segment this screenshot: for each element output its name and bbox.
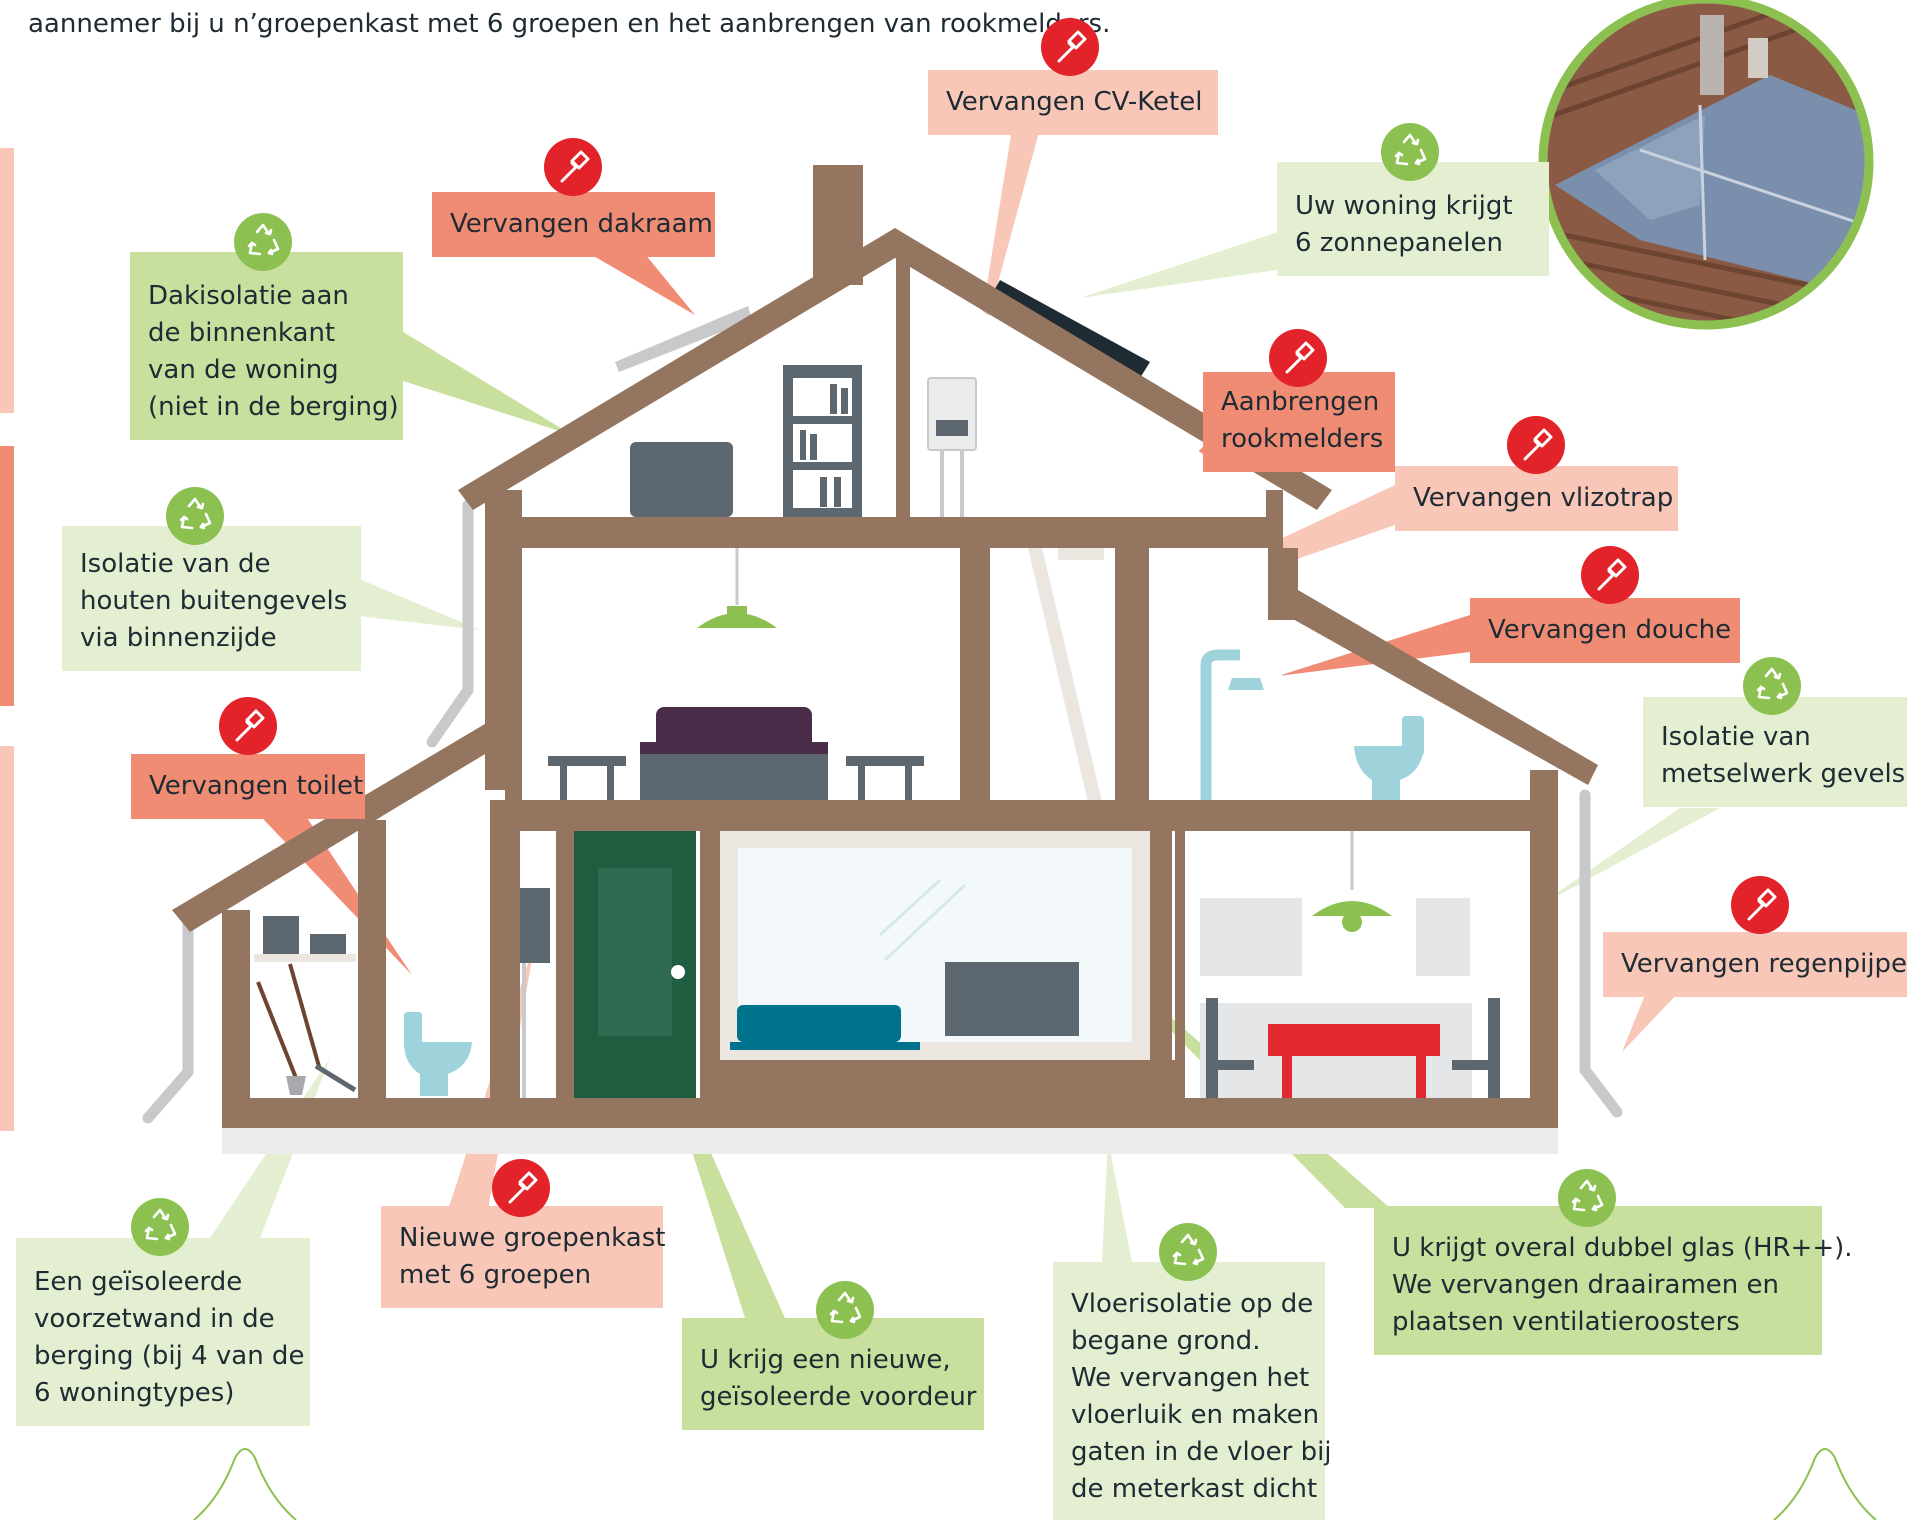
recycle-icon bbox=[1742, 656, 1802, 716]
label-dakisolatie: Dakisolatie aan de binnenkant van de won… bbox=[130, 252, 403, 440]
label-vloerisolatie: Vloerisolatie op de begane grond. We ver… bbox=[1053, 1262, 1332, 1520]
pointer-zonnepanelen bbox=[1080, 228, 1290, 298]
label-vlizotrap: Vervangen vlizotrap bbox=[1395, 466, 1678, 531]
label-zonnepanelen: Uw woning krijgt 6 zonnepanelen bbox=[1277, 162, 1549, 276]
recycle-icon bbox=[233, 212, 293, 272]
pointer-dakisolatie bbox=[400, 330, 572, 435]
intro-left-text: aannemer bij u n’. bbox=[28, 6, 266, 43]
recycle-icon bbox=[130, 1197, 190, 1257]
hammer-icon bbox=[1730, 875, 1790, 935]
ground-floor-furniture bbox=[254, 830, 1500, 1099]
intro-left-line-1: aannemer bij u bbox=[28, 9, 225, 39]
recycle-icon bbox=[165, 486, 225, 546]
hammer-icon bbox=[218, 696, 278, 756]
downpipes bbox=[142, 499, 1623, 1124]
house-structure bbox=[172, 165, 1598, 1128]
hammer-icon bbox=[1580, 545, 1640, 605]
ground-shadow bbox=[222, 1128, 1558, 1154]
bottom-curve-right bbox=[1773, 1448, 1877, 1520]
label-dubbel-glas: U krijgt overal dubbel glas (HR++). We v… bbox=[1374, 1206, 1853, 1355]
intro-left-line-2: n’. bbox=[233, 9, 267, 39]
label-voorzetwand: Een geïsoleerde voorzetwand in de bergin… bbox=[16, 1238, 310, 1426]
intro-right-line-1: groepenkast met 6 groepen en het aanbren… bbox=[257, 9, 876, 39]
hammer-icon bbox=[1268, 328, 1328, 388]
solar-panel-photo bbox=[1538, 0, 1874, 330]
label-metselwerk: Isolatie van metselwerk gevels bbox=[1643, 697, 1907, 807]
page-strip-pink bbox=[0, 148, 14, 413]
recycle-icon bbox=[1380, 122, 1440, 182]
pointer-houten-gevels bbox=[350, 575, 480, 630]
pointer-metselwerk bbox=[1535, 808, 1720, 908]
recycle-icon bbox=[1557, 1168, 1617, 1228]
recycle-icon bbox=[1158, 1222, 1218, 1282]
page-strip-pink-lower bbox=[0, 746, 14, 1131]
page-strip-red bbox=[0, 446, 14, 706]
label-rookmelders: Aanbrengen rookmelders bbox=[1203, 372, 1395, 472]
label-houten-gevels: Isolatie van de houten buitengevels via … bbox=[62, 526, 361, 671]
bottom-curve-left bbox=[193, 1448, 297, 1520]
hammer-icon bbox=[491, 1158, 551, 1218]
attic-furniture bbox=[615, 280, 1150, 520]
label-dakraam: Vervangen dakraam bbox=[432, 192, 715, 257]
label-cv-ketel: Vervangen CV-Ketel bbox=[928, 70, 1218, 135]
first-floor-furniture bbox=[548, 548, 1424, 802]
hammer-icon bbox=[1040, 17, 1100, 77]
label-groepenkast: Nieuwe groepenkast met 6 groepen bbox=[381, 1206, 665, 1308]
hammer-icon bbox=[543, 137, 603, 197]
label-voordeur: U krijg een nieuwe, geïsoleerde voordeur bbox=[682, 1318, 984, 1430]
label-toilet: Vervangen toilet bbox=[131, 754, 365, 819]
label-regenpijpen: Vervangen regenpijpen bbox=[1603, 932, 1907, 997]
pointer-dakraam bbox=[580, 248, 695, 315]
label-douche: Vervangen douche bbox=[1470, 598, 1740, 663]
hammer-icon bbox=[1506, 415, 1566, 475]
pointer-vloerisolatie bbox=[1102, 1140, 1132, 1262]
intro-right-text: groepenkast met 6 groepen en het aanbren… bbox=[257, 6, 1110, 43]
recycle-icon bbox=[815, 1280, 875, 1340]
